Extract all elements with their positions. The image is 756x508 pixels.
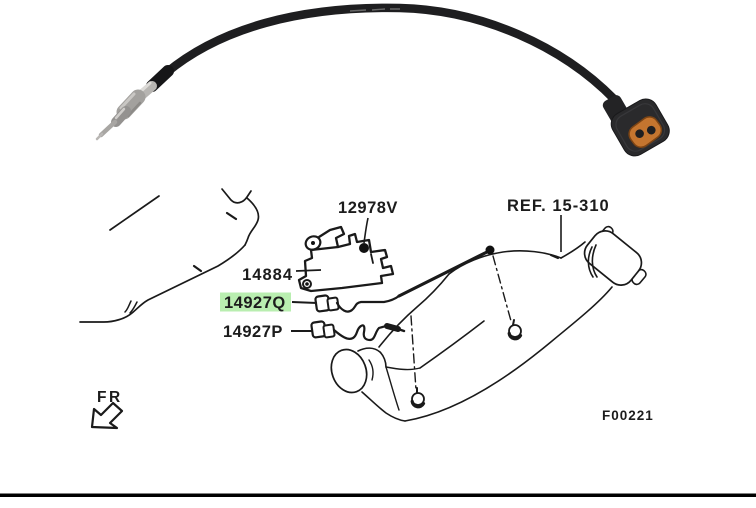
sensor-probe	[95, 65, 174, 141]
leader-line-14884	[295, 269, 322, 272]
leader-line-14927q	[291, 301, 318, 304]
footer-rule	[0, 493, 756, 497]
callout-14927p[interactable]: 14927P	[223, 323, 283, 341]
highlight-14927q[interactable]	[220, 292, 291, 312]
figure-code: F00221	[602, 408, 654, 423]
bolt-12978v-drawing	[359, 217, 369, 253]
exhaust-assembly-drawing	[330, 225, 647, 422]
sensor-boss-p	[410, 387, 426, 409]
bracket-14884-drawing	[297, 225, 395, 293]
front-direction-label: FR	[97, 389, 123, 406]
connector-insert	[628, 116, 663, 148]
sensor-14927q-drawing	[314, 245, 512, 322]
chassis-outline	[79, 188, 260, 323]
callout-14927q[interactable]: 14927Q	[224, 294, 286, 312]
cable-print	[349, 8, 400, 12]
callout-14884[interactable]: 14884	[242, 266, 293, 284]
sensor-connector	[602, 95, 670, 157]
sensor-photo	[95, 3, 670, 157]
front-direction-arrow-icon	[90, 401, 124, 430]
leader-line	[492, 255, 512, 322]
callout-12978v[interactable]: 12978V	[338, 199, 398, 217]
sensor-14927p-drawing	[310, 315, 417, 391]
sensor-cable	[161, 3, 619, 104]
ref-callout: REF. 15-310	[507, 197, 610, 215]
front-pipe-elbow	[330, 347, 421, 422]
line-art	[79, 188, 647, 430]
leader-line	[410, 315, 417, 391]
flange	[583, 225, 647, 286]
sensor-boss-q	[507, 319, 523, 341]
